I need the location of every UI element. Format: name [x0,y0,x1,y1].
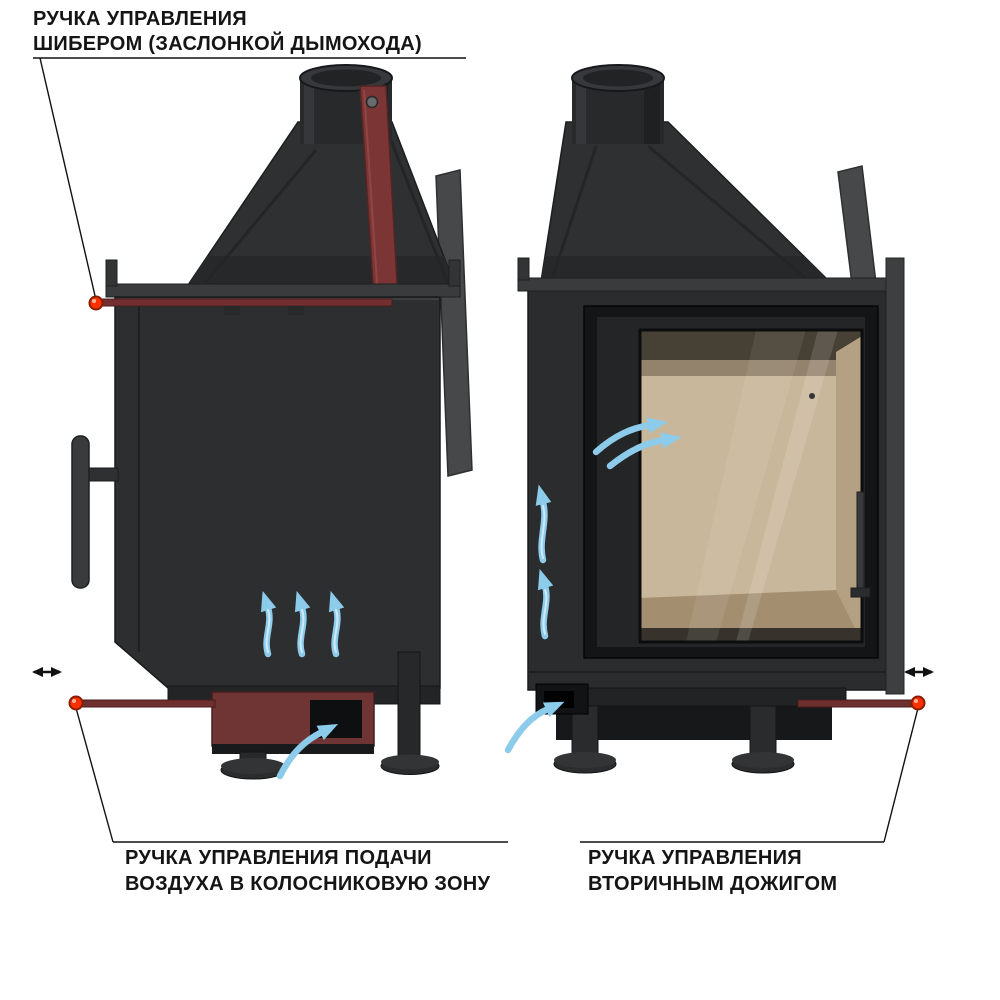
firebox-glass [640,330,862,642]
callout-damper: РУЧКА УПРАВЛЕНИЯ ШИБЕРОМ (ЗАСЛОНКОЙ ДЫМО… [33,8,466,311]
leader-line [75,707,114,843]
callout-damper-line2: ШИБЕРОМ (ЗАСЛОНКОЙ ДЫМОХОДА) [33,31,422,55]
door-handle [71,435,119,589]
callout-secondary-air-line2: ВТОРИЧНЫМ ДОЖИГОМ [588,873,837,895]
primary-air-rod [74,699,216,708]
leader-line [883,707,919,843]
handle-indicator-dot [68,695,84,711]
callout-primary-air: РУЧКА УПРАВЛЕНИЯ ПОДАЧИ ВОЗДУХА В КОЛОСН… [32,667,508,895]
door-handle-rod [856,491,865,595]
flue-hood [184,121,458,289]
chimney-pipe [299,64,393,144]
top-flange [517,277,901,292]
airflow-arrows-side [260,590,345,780]
rod-clip [288,306,304,315]
stove-side-view [71,64,473,780]
airflow-arrow [606,432,682,470]
glass-door [583,305,879,659]
damper-strap [359,85,399,301]
base-and-legs [167,651,441,780]
side-fin [435,169,473,477]
handle-indicator-dot [88,295,104,311]
airflow-arrow [276,723,339,780]
leader-line [39,57,97,301]
glass-reflection [736,330,838,642]
stove-front-view [504,64,921,774]
airflow-arrow [504,701,565,754]
callout-secondary-air: РУЧКА УПРАВЛЕНИЯ ВТОРИЧНЫМ ДОЖИГОМ [580,667,934,895]
callout-damper-line1: РУЧКА УПРАВЛЕНИЯ [33,8,247,30]
handle-indicator-dot [910,695,926,711]
glass-reflection [686,330,806,642]
base-and-legs [535,683,847,774]
right-side-plate [885,257,905,695]
strap-bolt [365,95,379,109]
airflow-arrow [592,417,668,456]
annotations: РУЧКА УПРАВЛЕНИЯ ШИБЕРОМ (ЗАСЛОНКОЙ ДЫМО… [32,8,934,895]
flue-hood [539,121,838,289]
airflow-arrows-front [504,417,682,754]
callout-primary-air-line2: ВОЗДУХА В КОЛОСНИКОВУЮ ЗОНУ [125,873,491,895]
rod-clip [224,306,240,315]
callout-secondary-air-line1: РУЧКА УПРАВЛЕНИЯ [588,847,802,869]
stove-body-panel [114,296,441,689]
leg [397,651,421,763]
callout-primary-air-line1: РУЧКА УПРАВЛЕНИЯ ПОДАЧИ [125,847,432,869]
chimney-pipe [571,64,665,144]
secondary-air-rod [797,699,921,708]
leg [749,705,777,761]
